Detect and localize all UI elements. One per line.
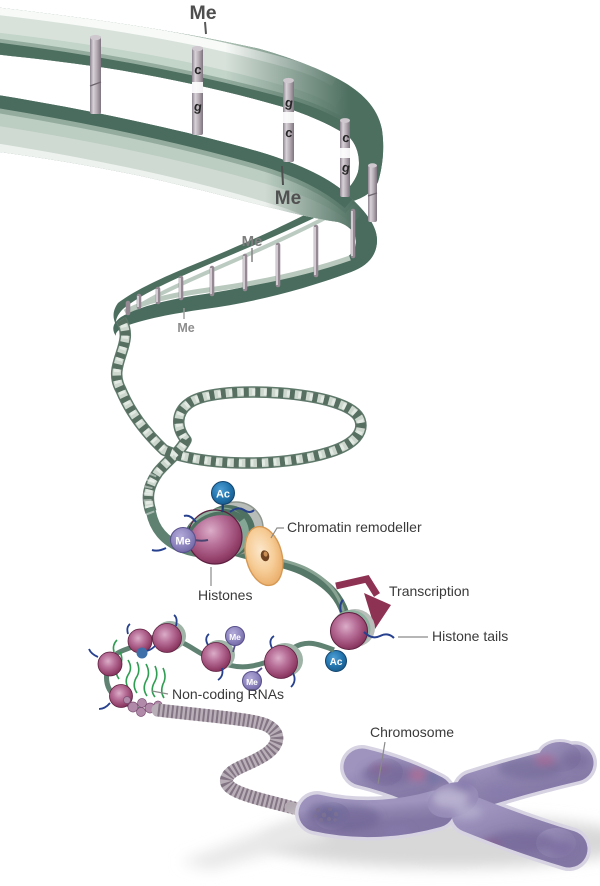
svg-text:Me: Me: [177, 321, 194, 335]
svg-text:Me: Me: [246, 677, 258, 687]
svg-text:Histone tails: Histone tails: [432, 628, 508, 644]
svg-text:Me: Me: [242, 233, 263, 250]
svg-text:c: c: [194, 62, 203, 78]
svg-text:c: c: [284, 125, 293, 141]
svg-text:Chromosome: Chromosome: [370, 724, 454, 740]
svg-text:Me: Me: [189, 2, 216, 24]
svg-text:Me: Me: [175, 536, 190, 548]
svg-text:g: g: [193, 99, 203, 115]
svg-text:c: c: [341, 129, 351, 145]
svg-text:Ac: Ac: [216, 489, 230, 501]
svg-text:Chromatin remodeller: Chromatin remodeller: [287, 519, 422, 535]
svg-text:Transcription: Transcription: [389, 583, 469, 599]
svg-text:Ac: Ac: [330, 657, 343, 668]
svg-text:Me: Me: [229, 632, 241, 642]
svg-text:g: g: [284, 94, 294, 110]
svg-text:Non-coding RNAs: Non-coding RNAs: [172, 686, 284, 702]
svg-text:Histones: Histones: [198, 587, 252, 603]
svg-text:Me: Me: [275, 188, 301, 209]
svg-text:g: g: [341, 159, 351, 175]
